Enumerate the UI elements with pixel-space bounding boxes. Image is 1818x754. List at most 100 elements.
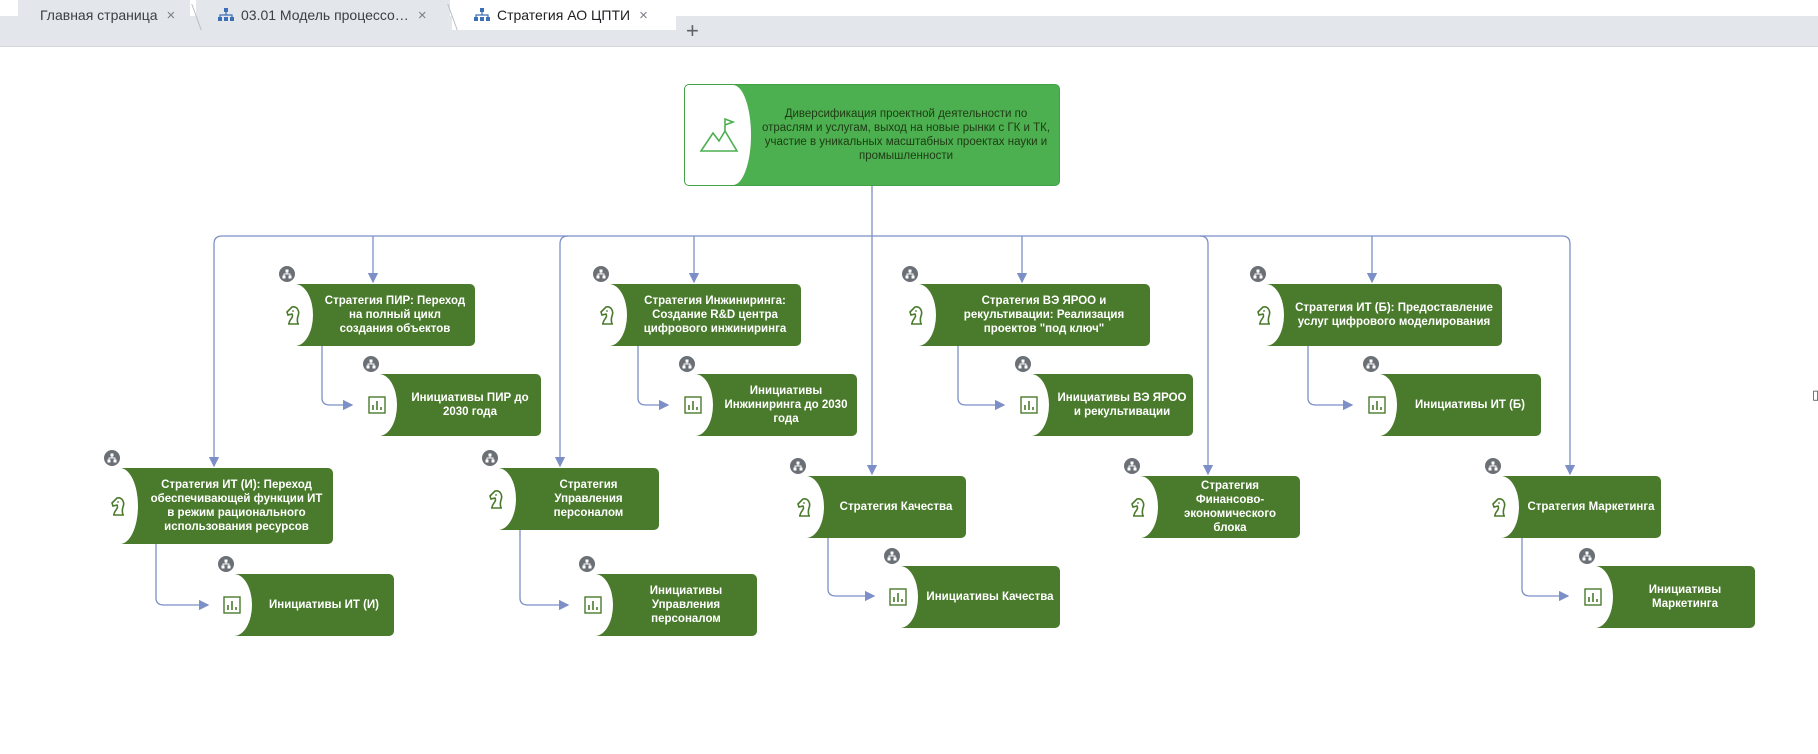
initiatives-chart-icon <box>1020 396 1038 414</box>
edge-bus <box>213 235 1571 245</box>
strategy-node-mkt[interactable]: Стратегия Маркетинга <box>1477 476 1661 538</box>
initiative-node-eng[interactable]: Инициативы Инжиниринга до 2030 года <box>671 374 857 436</box>
node-chip <box>355 374 397 436</box>
node-chip <box>474 468 516 530</box>
node-chip <box>876 566 918 628</box>
strategy-node-qual[interactable]: Стратегия Качества <box>782 476 966 538</box>
initiatives-chart-icon <box>1368 396 1386 414</box>
node-label: Стратегия Маркетинга <box>1527 501 1655 513</box>
chess-knight-icon <box>600 306 614 325</box>
chess-knight-icon <box>111 497 125 516</box>
edge-hr-init <box>519 530 570 611</box>
hierarchy-badge-icon[interactable] <box>902 266 918 282</box>
initiatives-chart-icon <box>889 588 907 606</box>
edge-iti-init <box>155 544 210 611</box>
edge-itb-init <box>1307 346 1354 411</box>
node-label: Инициативы Качества <box>926 591 1054 603</box>
tab-label: 03.01 Модель процессо… <box>241 7 409 23</box>
tab-label: Стратегия АО ЦПТИ <box>497 7 631 23</box>
hierarchy-badge-icon[interactable] <box>884 548 900 564</box>
chess-knight-icon <box>1257 306 1271 325</box>
hierarchy-badge-icon[interactable] <box>279 266 295 282</box>
strategy-node-pir[interactable]: Стратегия ПИР: Переход на полный цикл со… <box>271 284 475 346</box>
hierarchy-badge-icon[interactable] <box>1250 266 1266 282</box>
node-chip <box>671 374 713 436</box>
node-label: Стратегия Качества <box>839 501 953 513</box>
close-icon[interactable]: × <box>639 6 648 24</box>
node-label: Стратегия Управления персоналом <box>553 479 624 519</box>
chess-knight-icon <box>489 490 503 509</box>
node-label: Стратегия ПИР: Переход на полный цикл со… <box>324 295 466 335</box>
initiatives-chart-icon <box>584 596 602 614</box>
node-label: Инициативы ИТ (И) <box>268 599 379 611</box>
strategy-node-hr[interactable]: Стратегия Управления персоналом <box>474 468 659 530</box>
initiative-node-pir[interactable]: Инициативы ПИР до 2030 года <box>355 374 541 436</box>
chess-knight-icon <box>1492 498 1506 517</box>
strategy-node-itb[interactable]: Стратегия ИТ (Б): Предоставление услуг ц… <box>1242 284 1502 346</box>
node-label: Диверсификация проектной деятельности по… <box>761 108 1051 162</box>
node-label: Стратегия Инжиниринга: Создание R&D цент… <box>643 295 787 335</box>
hierarchy-badge-icon[interactable] <box>1485 458 1501 474</box>
close-icon[interactable]: × <box>166 6 176 24</box>
initiative-node-mkt[interactable]: Инициативы Маркетинга <box>1571 566 1755 628</box>
node-label: Стратегия ИТ (И): Переход обеспечивающей… <box>150 479 323 533</box>
edge-end-marker: ▯ <box>1812 388 1818 403</box>
chess-knight-icon <box>1131 498 1145 517</box>
node-label: Инициативы Инжиниринга до 2030 года <box>724 385 848 425</box>
hierarchy-badge-icon[interactable] <box>1579 548 1595 564</box>
node-chip <box>571 574 613 636</box>
node-chip <box>685 85 751 185</box>
hierarchy-badge-icon[interactable] <box>482 450 498 466</box>
hierarchy-badge-icon[interactable] <box>579 556 595 572</box>
node-chip <box>894 284 936 346</box>
root-goal-node[interactable]: Диверсификация проектной деятельности по… <box>684 84 1060 186</box>
new-tab-button[interactable]: + <box>686 18 699 43</box>
node-chip <box>271 284 313 346</box>
node-label: Инициативы ИТ (Б) <box>1414 399 1525 411</box>
tab-home[interactable]: Главная страница × <box>18 0 190 30</box>
chess-knight-icon <box>286 306 300 325</box>
node-chip <box>1007 374 1049 436</box>
hierarchy-badge-icon[interactable] <box>593 266 609 282</box>
node-chip <box>210 574 252 636</box>
node-chip <box>1571 566 1613 628</box>
hierarchy-badge-icon[interactable] <box>1015 356 1031 372</box>
hierarchy-badge-icon[interactable] <box>218 556 234 572</box>
edge-to-hr <box>560 235 568 466</box>
hierarchy-icon <box>218 8 234 21</box>
edge-mkt-init <box>1521 538 1570 602</box>
close-icon[interactable]: × <box>417 6 427 24</box>
edge-eng-init <box>637 346 670 411</box>
node-label: Стратегия ВЭ ЯРОО и рекультивации: Реали… <box>963 295 1125 335</box>
initiatives-chart-icon <box>684 396 702 414</box>
initiative-node-qual[interactable]: Инициативы Качества <box>876 566 1060 628</box>
node-label: Стратегия Финансово-экономического блока <box>1184 480 1276 534</box>
hierarchy-badge-icon[interactable] <box>104 450 120 466</box>
strategy-node-fin[interactable]: Стратегия Финансово-экономического блока <box>1116 476 1300 538</box>
edge-ve-init <box>957 346 1006 411</box>
initiative-node-itb[interactable]: Инициативы ИТ (Б) <box>1355 374 1541 436</box>
hierarchy-badge-icon[interactable] <box>679 356 695 372</box>
hierarchy-icon <box>474 8 490 21</box>
node-label: Инициативы ПИР до 2030 года <box>411 392 529 418</box>
tab-label: Главная страница <box>40 7 158 23</box>
strategy-node-iti[interactable]: Стратегия ИТ (И): Переход обеспечивающей… <box>96 468 333 544</box>
hierarchy-badge-icon[interactable] <box>363 356 379 372</box>
edge-to-fin <box>1199 235 1214 476</box>
hierarchy-badge-icon[interactable] <box>790 458 806 474</box>
strategy-node-eng[interactable]: Стратегия Инжиниринга: Создание R&D цент… <box>585 284 801 346</box>
hierarchy-badge-icon[interactable] <box>1124 458 1140 474</box>
node-chip <box>1355 374 1397 436</box>
initiatives-chart-icon <box>223 596 241 614</box>
initiative-node-hr[interactable]: Инициативы Управления персоналом <box>571 574 757 636</box>
chess-knight-icon <box>909 306 923 325</box>
tab-process-model[interactable]: 03.01 Модель процессо… × <box>191 0 450 30</box>
edge-pir-init <box>321 346 354 411</box>
strategy-node-ve[interactable]: Стратегия ВЭ ЯРОО и рекультивации: Реали… <box>894 284 1150 346</box>
hierarchy-badge-icon[interactable] <box>1363 356 1379 372</box>
initiative-node-ve[interactable]: Инициативы ВЭ ЯРОО и рекультивации <box>1007 374 1193 436</box>
initiative-node-iti[interactable]: Инициативы ИТ (И) <box>210 574 394 636</box>
tab-strategy[interactable]: Стратегия АО ЦПТИ × <box>447 0 676 30</box>
chess-knight-icon <box>797 498 811 517</box>
node-label: Инициативы Маркетинга <box>1648 584 1722 610</box>
